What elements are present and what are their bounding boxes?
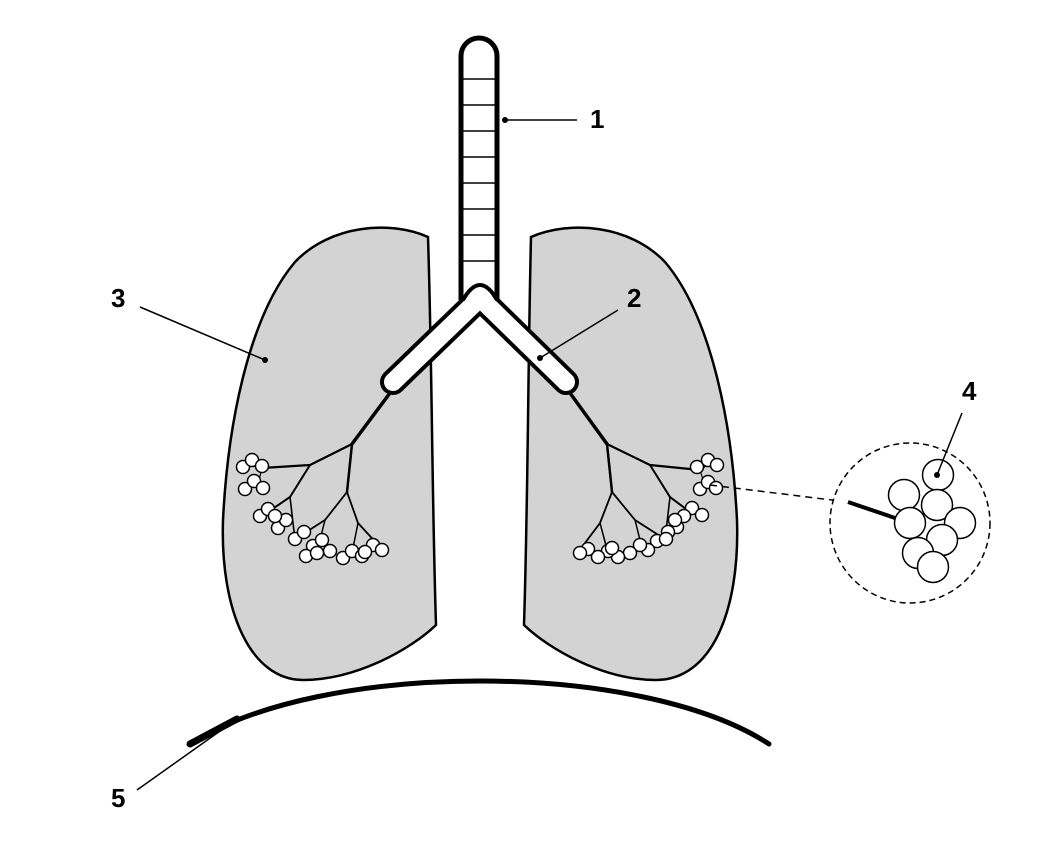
alveolus <box>322 543 338 559</box>
alveolus <box>374 542 390 558</box>
label-alveolus: 4 <box>962 376 977 406</box>
alveolus <box>893 506 927 540</box>
label-bronchus: 2 <box>627 283 641 313</box>
alveolus <box>622 545 638 561</box>
trachea <box>458 35 500 300</box>
alveolus <box>267 508 283 524</box>
alveolus <box>237 481 253 497</box>
alveolus <box>357 544 373 560</box>
alveolus <box>632 537 648 553</box>
diaphragm-thick-end <box>186 715 241 748</box>
alveolus <box>254 458 270 474</box>
label-lung: 3 <box>111 283 125 313</box>
right-lung <box>522 226 739 682</box>
alveolus <box>658 531 674 547</box>
label-diaphragm: 5 <box>111 783 125 813</box>
alveolus <box>309 545 325 561</box>
left-alveoli-cluster <box>235 452 390 566</box>
bronchi <box>380 283 579 395</box>
alveolus <box>255 480 271 496</box>
diaphragm <box>187 678 772 747</box>
label-trachea: 1 <box>590 104 604 134</box>
right-alveoli-cluster <box>572 452 725 565</box>
alveolus <box>296 524 312 540</box>
alveolus <box>920 488 954 522</box>
alveolus <box>667 512 683 528</box>
alveolus <box>604 540 620 556</box>
alveolus <box>572 545 588 561</box>
leader-lines <box>136 119 963 791</box>
alveolus <box>590 549 606 565</box>
alveolus <box>689 459 705 475</box>
alveolus <box>916 550 950 584</box>
alveolus <box>314 532 330 548</box>
left-lung <box>221 226 438 682</box>
alveoli-magnified-view <box>709 442 991 604</box>
leader-dots <box>262 117 543 363</box>
alveolus <box>887 478 921 512</box>
alveolus <box>694 507 710 523</box>
alveolus <box>709 457 725 473</box>
alveolus <box>708 480 724 496</box>
